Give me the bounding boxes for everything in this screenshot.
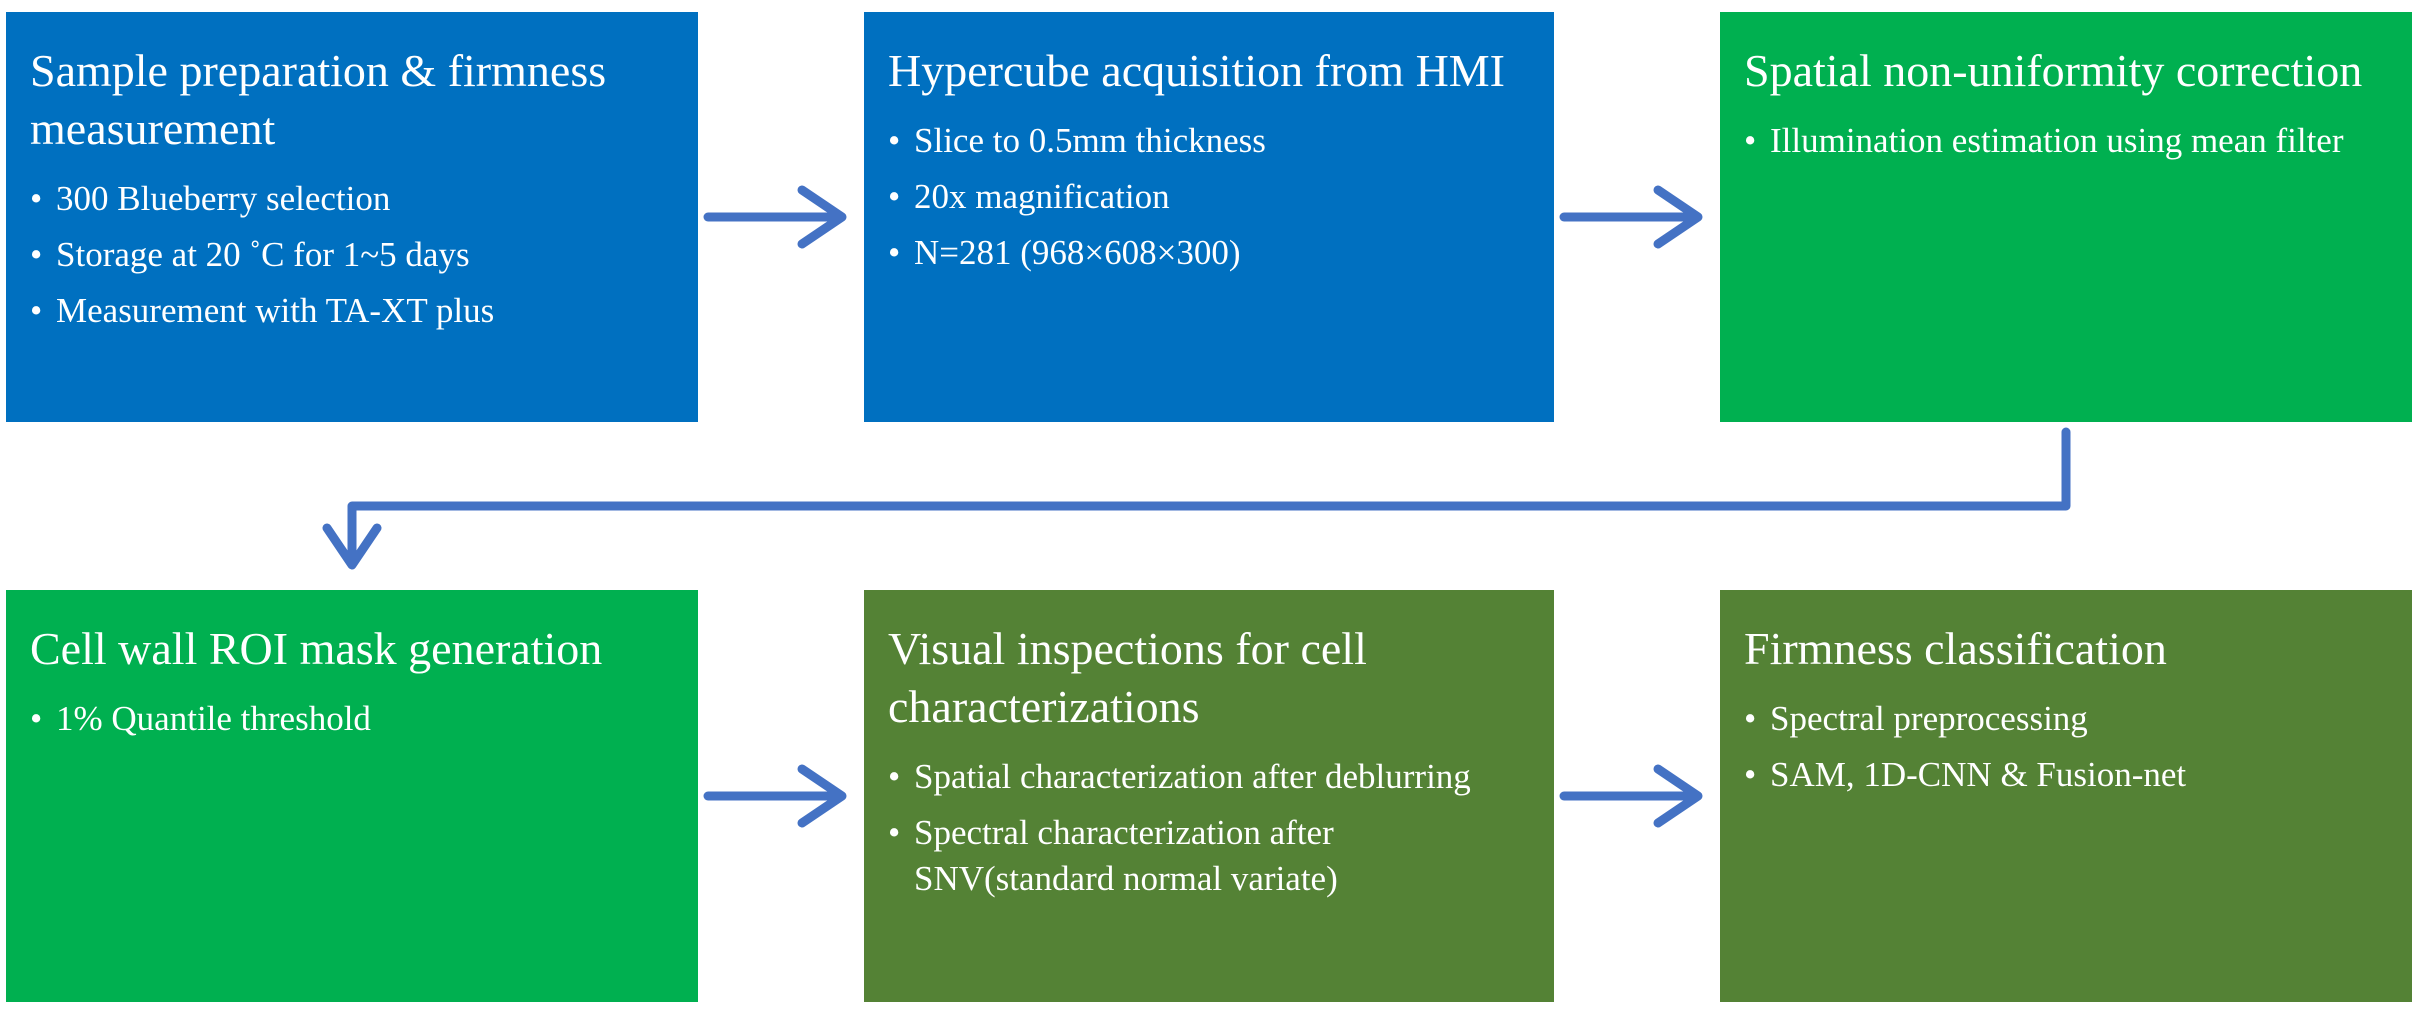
arrow-step2-to-step3 (1559, 185, 1703, 249)
step-roi-mask-generation: Cell wall ROI mask generation 1% Quantil… (6, 590, 698, 1002)
step-title: Cell wall ROI mask generation (30, 623, 603, 674)
step-sample-preparation: Sample preparation & firmness measuremen… (6, 12, 698, 422)
arrow-step5-to-step6 (1559, 764, 1703, 828)
step-bullet-list: 1% Quantile threshold (30, 696, 674, 742)
bullet-item: Spectral characterization after SNV(stan… (888, 810, 1530, 902)
step-title: Firmness classification (1744, 623, 2167, 674)
step-title: Sample preparation & firmness measuremen… (30, 45, 607, 154)
step-bullet-list: 300 Blueberry selection Storage at 20 ˚C… (30, 176, 674, 334)
step-title: Visual inspections for cell characteriza… (888, 623, 1367, 732)
step-spatial-correction: Spatial non-uniformity correction Illumi… (1720, 12, 2412, 422)
step-bullet-list: Spatial characterization after deblurrin… (888, 754, 1530, 902)
arrow-step4-to-step5 (703, 764, 847, 828)
step-title: Spatial non-uniformity correction (1744, 45, 2363, 96)
step-bullet-list: Illumination estimation using mean filte… (1744, 118, 2388, 164)
bullet-item: Measurement with TA-XT plus (30, 288, 674, 334)
bullet-item: Slice to 0.5mm thickness (888, 118, 1530, 164)
step-firmness-classification: Firmness classification Spectral preproc… (1720, 590, 2412, 1002)
bullet-item: 20x magnification (888, 174, 1530, 220)
step-bullet-list: Slice to 0.5mm thickness 20x magnificati… (888, 118, 1530, 276)
step-visual-inspections: Visual inspections for cell characteriza… (864, 590, 1554, 1002)
bullet-item: N=281 (968×608×300) (888, 230, 1530, 276)
bullet-item: Storage at 20 ˚C for 1~5 days (30, 232, 674, 278)
arrow-step1-to-step2 (703, 185, 847, 249)
step-title: Hypercube acquisition from HMI (888, 45, 1506, 96)
bullet-item: Spectral preprocessing (1744, 696, 2388, 742)
bullet-item: 300 Blueberry selection (30, 176, 674, 222)
step-hypercube-acquisition: Hypercube acquisition from HMI Slice to … (864, 12, 1554, 422)
bullet-item: 1% Quantile threshold (30, 696, 674, 742)
bullet-item: SAM, 1D-CNN & Fusion-net (1744, 752, 2388, 798)
bullet-item: Illumination estimation using mean filte… (1744, 118, 2388, 164)
step-bullet-list: Spectral preprocessing SAM, 1D-CNN & Fus… (1744, 696, 2388, 798)
arrow-step3-to-step4 (322, 427, 2071, 570)
bullet-item: Spatial characterization after deblurrin… (888, 754, 1530, 800)
